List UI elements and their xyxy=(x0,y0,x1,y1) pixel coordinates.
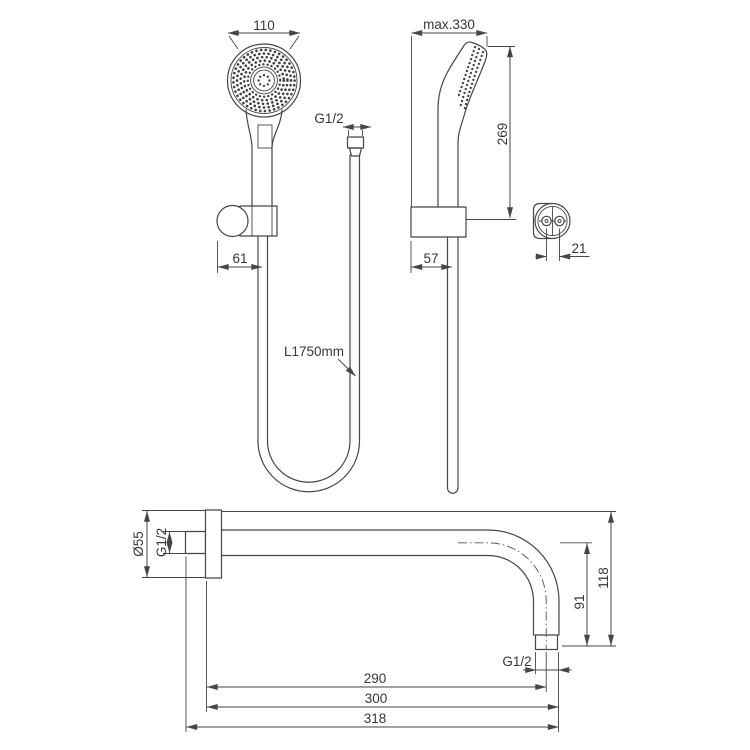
dim-overall-length-label: 318 xyxy=(364,711,387,726)
dim-hose-thread-label: G1/2 xyxy=(314,111,343,126)
dim-screw-spacing-label: 21 xyxy=(571,241,586,256)
wall-bracket-side xyxy=(410,206,467,238)
dim-inlet-thread: G1/2 xyxy=(154,528,185,557)
holder-section-view xyxy=(532,202,571,240)
shower-hose-front xyxy=(257,154,361,493)
dim-max-reach-label: max.330 xyxy=(423,17,475,32)
shower-arm-drawing: Ø55 G1/2 118 91 G1/2 xyxy=(131,509,616,732)
dim-head-width-label: 110 xyxy=(253,18,275,33)
handshower-front-view: 110 xyxy=(216,18,372,493)
wall-bracket-front xyxy=(216,204,278,238)
dim-holder-depth-label: 57 xyxy=(423,251,438,266)
dim-outlet-thread: G1/2 xyxy=(502,652,572,674)
shower-head-side xyxy=(437,41,488,208)
dim-height: 269 xyxy=(466,46,516,220)
dim-height-label: 269 xyxy=(495,123,510,146)
dim-length-to-outlet-center: 290 xyxy=(206,581,547,712)
hose-length-callout: L1750mm xyxy=(284,344,356,377)
dim-total-drop-label: 118 xyxy=(596,567,611,589)
dim-outlet-drop-label: 91 xyxy=(572,594,587,609)
dim-holder-depth: 57 xyxy=(410,241,453,273)
dim-overall-length: 318 xyxy=(185,556,559,732)
dim-head-width: 110 xyxy=(227,18,301,50)
dim-length-to-outlet-center-label: 290 xyxy=(364,671,387,686)
dim-flange-diameter-label: Ø55 xyxy=(131,531,146,557)
arm-wall-flange xyxy=(184,509,223,579)
dim-hose-thread: G1/2 xyxy=(314,111,372,136)
handshower-side-view: max.330 269 57 xyxy=(410,17,590,494)
dim-holder-offset-label: 61 xyxy=(232,251,247,266)
dim-flange-diameter: Ø55 xyxy=(131,510,205,578)
dim-inlet-thread-label: G1/2 xyxy=(154,528,169,557)
dim-outlet-drop: 91 xyxy=(560,542,592,646)
dim-holder-offset: 61 xyxy=(217,241,263,273)
dim-outlet-thread-label: G1/2 xyxy=(502,654,531,669)
dim-total-drop: 118 xyxy=(222,511,616,647)
arm-tube xyxy=(220,529,560,651)
dim-length-to-outlet-edge-label: 300 xyxy=(365,691,388,706)
shower-hose-side xyxy=(446,236,459,494)
dim-length-to-outlet-edge: 300 xyxy=(206,652,559,732)
shower-handle-front xyxy=(245,109,283,207)
hose-connector-nut xyxy=(346,136,365,157)
hose-length-label: L1750mm xyxy=(284,344,344,359)
dim-screw-spacing: 21 xyxy=(535,228,590,261)
shower-head-front xyxy=(226,43,302,118)
dim-max-reach: max.330 xyxy=(411,17,488,207)
